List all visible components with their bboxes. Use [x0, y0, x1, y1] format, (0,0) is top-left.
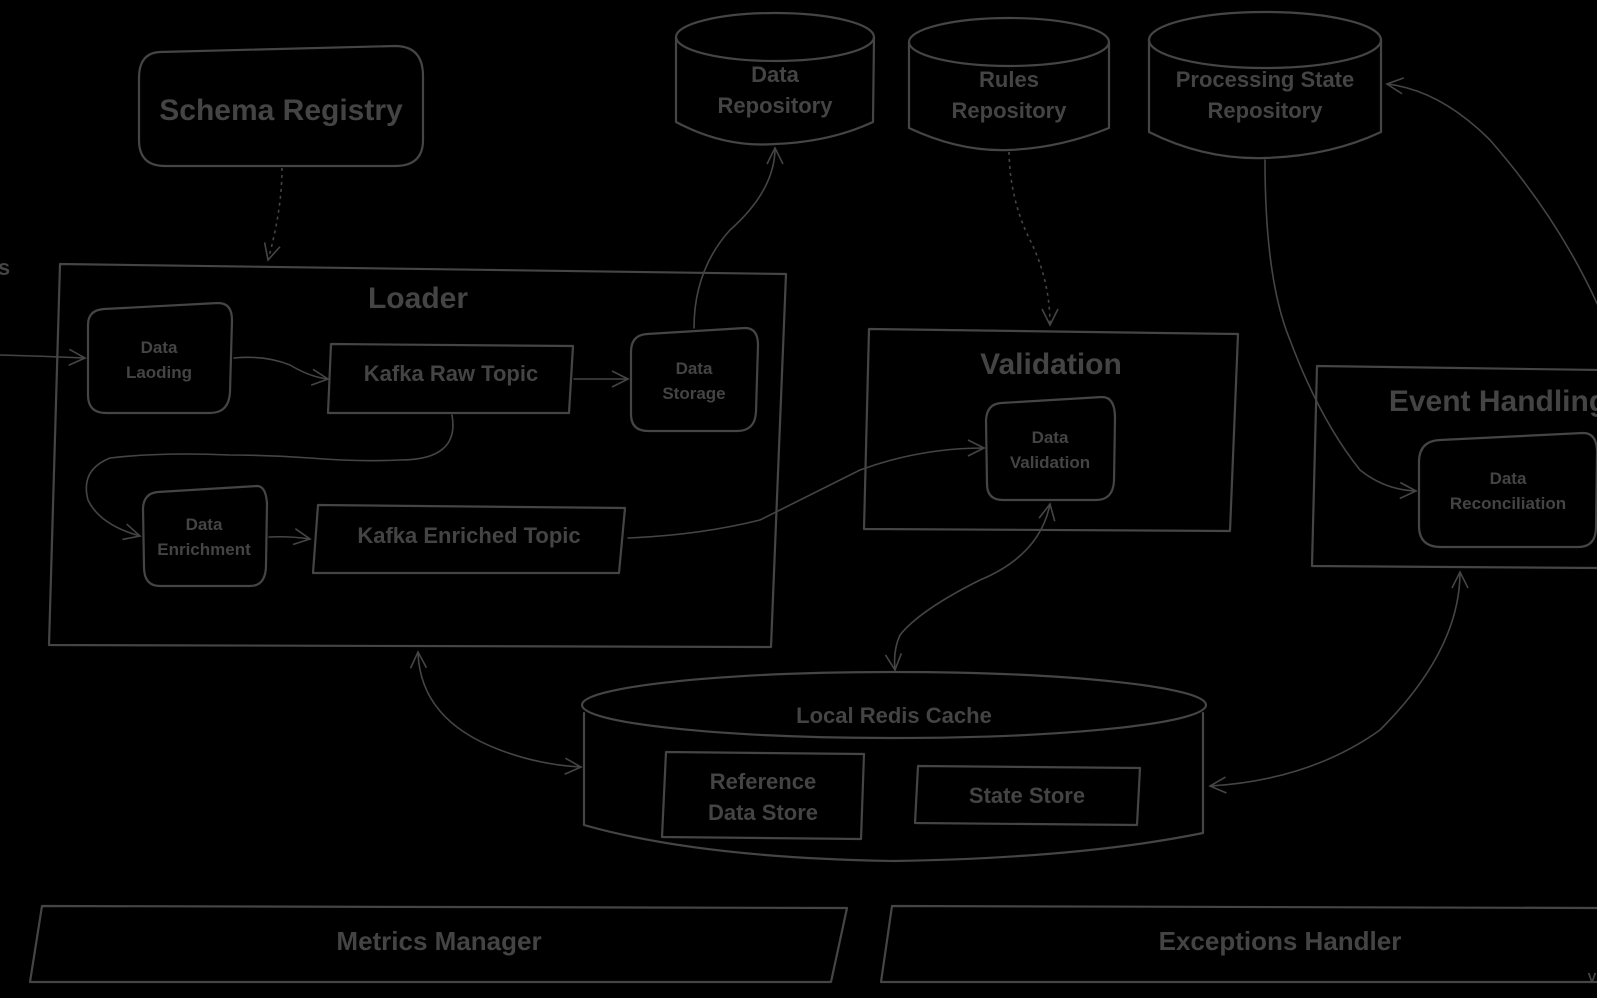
exceptions-handler-node[interactable]: Exceptions Handler [879, 904, 1597, 984]
kafka-raw-topic-label: Kafka Raw Topic [364, 361, 538, 386]
data-repository-node[interactable]: Data Repository [674, 11, 876, 146]
data-validation-node[interactable]: Data Validation [984, 395, 1117, 502]
metrics-manager-label: Metrics Manager [336, 926, 541, 956]
reference-data-store-label-line2: Data Store [708, 800, 818, 825]
data-validation-label-line2: Validation [1010, 453, 1090, 472]
data-loading-label-line2: Laoding [126, 363, 192, 382]
data-repository-label-line1: Data [751, 62, 799, 87]
data-storage-node[interactable]: Data Storage [629, 326, 760, 433]
edge-kafka-enriched-to-data-validation [627, 439, 986, 539]
edge-kafka-raw-to-data-enrichment [85, 414, 454, 541]
kafka-enriched-topic-label: Kafka Enriched Topic [357, 523, 580, 548]
reference-data-store-label-line1: Reference [710, 769, 816, 794]
local-redis-cache-label: Local Redis Cache [796, 703, 992, 728]
edge-loader-redis-bidirectional [409, 650, 583, 775]
loader-title: Loader [368, 282, 468, 315]
exceptions-handler-label: Exceptions Handler [1159, 926, 1402, 956]
event-handling-container[interactable]: Event Handling [1310, 364, 1597, 570]
processing-state-repository-label-line1: Processing State [1176, 67, 1355, 92]
edge-schema-registry-to-loader [263, 167, 283, 262]
data-storage-label-line1: Data [676, 359, 713, 378]
rules-repository-label-line2: Repository [952, 98, 1068, 123]
state-store-label: State Store [969, 783, 1085, 808]
edge-data-storage-to-data-repository [693, 146, 784, 329]
data-reconciliation-label-line2: Reconciliation [1450, 494, 1566, 513]
data-reconciliation-node[interactable]: Data Reconciliation [1417, 431, 1597, 549]
edge-event-handling-redis-bidirectional [1208, 570, 1469, 794]
validation-title: Validation [980, 348, 1122, 381]
data-enrichment-label-line1: Data [186, 515, 223, 534]
local-redis-cache-node[interactable]: Local Redis Cache [580, 670, 1208, 863]
data-storage-label-line2: Storage [662, 384, 725, 403]
edge-processing-state-to-data-reconciliation [1264, 159, 1418, 500]
kafka-raw-topic-node[interactable]: Kafka Raw Topic [326, 342, 575, 415]
loader-container[interactable]: Loader [47, 262, 788, 649]
schema-registry-label: Schema Registry [159, 94, 403, 127]
edge-external-to-data-loading [0, 348, 87, 367]
edge-data-validation-redis-bidirectional [884, 502, 1056, 672]
edge-rules-repository-to-validation [1008, 151, 1059, 327]
validation-container[interactable]: Validation [862, 327, 1240, 533]
data-loading-label-line1: Data [141, 338, 178, 357]
data-reconciliation-label-line1: Data [1490, 469, 1527, 488]
edge-event-handling-to-processing-state [1385, 77, 1597, 306]
data-validation-label-line1: Data [1032, 428, 1069, 447]
schema-registry-node[interactable]: Schema Registry [137, 44, 425, 168]
event-handling-title: Event Handling [1389, 385, 1597, 418]
processing-state-repository-node[interactable]: Processing State Repository [1147, 10, 1383, 160]
rules-repository-node[interactable]: Rules Repository [907, 16, 1111, 152]
edge-data-enrichment-to-kafka-enriched [268, 528, 312, 546]
metrics-manager-node[interactable]: Metrics Manager [28, 904, 849, 984]
data-repository-label-line2: Repository [718, 93, 834, 118]
data-loading-node[interactable]: Data Laoding [86, 301, 234, 415]
rules-repository-label-line1: Rules [979, 67, 1039, 92]
edge-data-loading-to-kafka-raw [233, 356, 330, 386]
kafka-enriched-topic-node[interactable]: Kafka Enriched Topic [311, 503, 627, 575]
data-enrichment-node[interactable]: Data Enrichment [141, 484, 269, 588]
state-store-node[interactable]: State Store [913, 764, 1142, 827]
left-edge-label-fragment: s [0, 255, 10, 280]
reference-data-store-node[interactable]: Reference Data Store [660, 750, 866, 841]
processing-state-repository-label-line2: Repository [1208, 98, 1324, 123]
bottom-right-label-fragment: V [1588, 970, 1597, 985]
data-enrichment-label-line2: Enrichment [157, 540, 251, 559]
